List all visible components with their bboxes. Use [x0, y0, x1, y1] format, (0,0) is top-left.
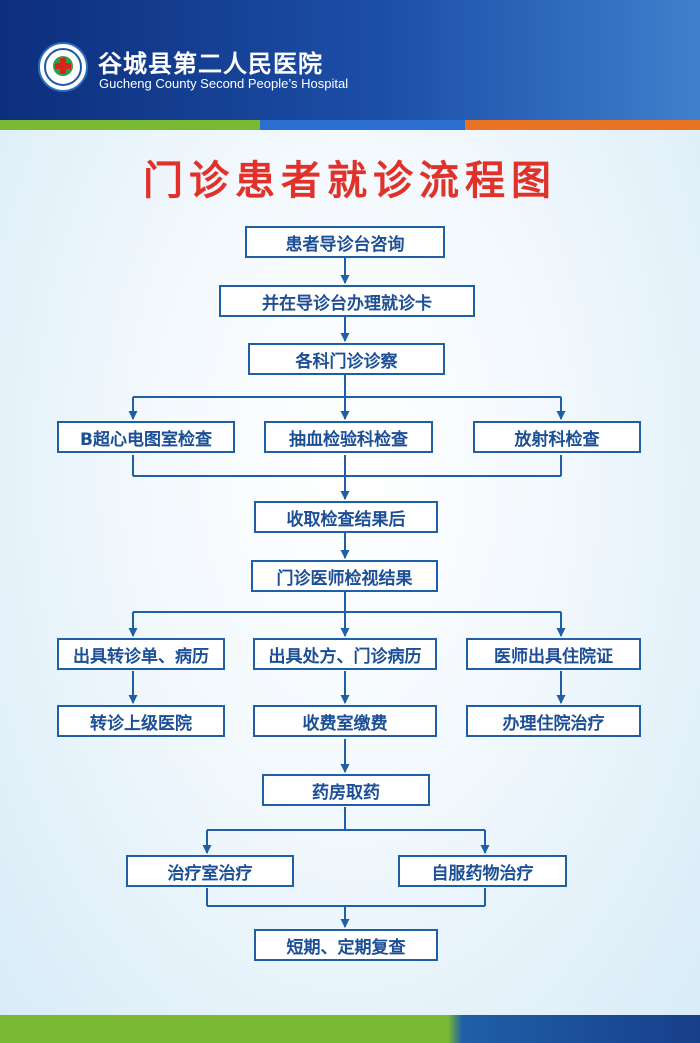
- step-consult: 患者导诊台咨询: [245, 226, 445, 258]
- hospital-name-english: Gucheng County Second People’s Hospital: [99, 76, 349, 91]
- step-admission: 办理住院治疗: [466, 705, 641, 737]
- step-referral: 转诊上级医院: [57, 705, 225, 737]
- flowchart-title: 门诊患者就诊流程图: [143, 158, 557, 204]
- step-followup: 短期、定期复查: [254, 929, 438, 961]
- step-self-medication: 自服药物治疗: [398, 855, 567, 887]
- step-blood-test: 抽血检验科检查: [264, 421, 433, 453]
- step-treatment-room: 治疗室治疗: [126, 855, 294, 887]
- step-collect-results: 收取检查结果后: [254, 501, 438, 533]
- step-exam: 各科门诊诊察: [248, 343, 445, 375]
- hospital-name: 谷城县第二人民医院: [98, 50, 323, 78]
- step-pharmacy: 药房取药: [262, 774, 430, 806]
- step-prescription: 出具处方、门诊病历: [253, 638, 437, 670]
- step-payment: 收费室缴费: [253, 705, 437, 737]
- step-review: 门诊医师检视结果: [251, 560, 438, 592]
- header-stripe: [0, 120, 700, 130]
- step-admission-cert: 医师出具住院证: [466, 638, 641, 670]
- footer-band: [0, 1015, 700, 1043]
- step-radiology: 放射科检查: [473, 421, 641, 453]
- hospital-logo-icon: [38, 42, 88, 92]
- step-b-ultrasound: B超心电图室检查: [57, 421, 235, 453]
- step-referral-doc: 出具转诊单、病历: [57, 638, 225, 670]
- hospital-header: 谷城县第二人民医院 Gucheng County Second People’s…: [0, 0, 700, 120]
- step-card: 并在导诊台办理就诊卡: [219, 285, 475, 317]
